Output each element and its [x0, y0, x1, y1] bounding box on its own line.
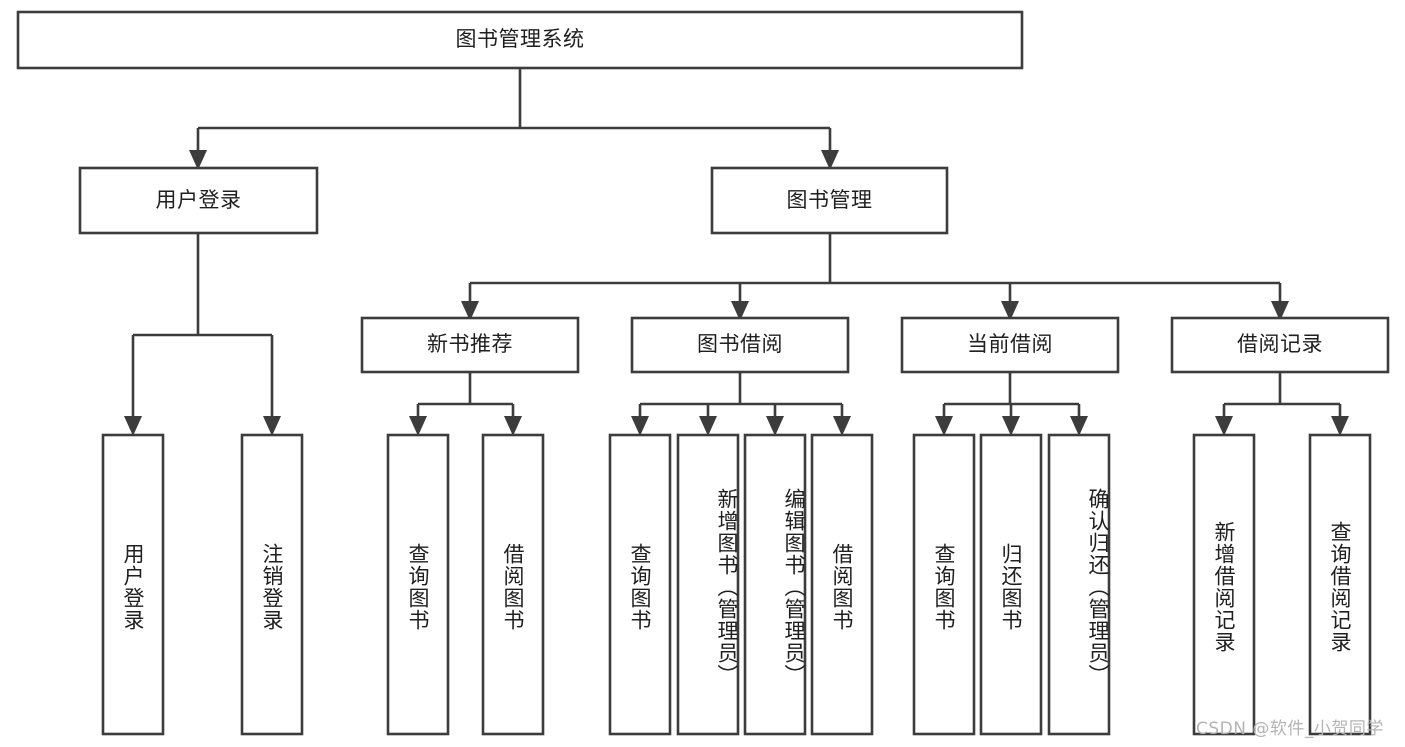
arrow-head-leaf-9	[935, 416, 953, 436]
arrow-head-leaf-5	[631, 416, 649, 436]
arrow-head-leaf-4	[504, 416, 522, 436]
node-box-leaf-8[interactable]	[810, 433, 874, 736]
arrow-head-leaf-6	[699, 416, 717, 436]
arrow-head-borrow-record	[1271, 301, 1289, 321]
node-box-leaf-13[interactable]	[1308, 433, 1372, 736]
node-box-root[interactable]	[16, 10, 1024, 70]
node-box-leaf-4[interactable]	[481, 433, 545, 736]
node-box-leaf-7[interactable]	[743, 433, 807, 736]
edge-group-current-borrow	[935, 372, 1088, 436]
arrow-head-current-borrow	[1001, 301, 1019, 321]
arrow-head-leaf-11	[1070, 416, 1088, 436]
node-box-leaf-10[interactable]	[979, 433, 1043, 736]
arrow-head-leaf-8	[833, 416, 851, 436]
arrow-head-leaf-2	[263, 416, 281, 436]
node-box-borrow-record[interactable]	[1170, 316, 1390, 374]
edge-group-user-login	[124, 233, 281, 436]
arrow-head-book-mgmt	[821, 150, 839, 170]
arrow-head-leaf-1	[124, 416, 142, 436]
csdn-watermark: CSDN @软件_小贺同学	[1196, 719, 1384, 739]
edge-group-borrow-record	[1215, 372, 1349, 436]
arrow-head-leaf-7	[766, 416, 784, 436]
arrow-head-new-book	[461, 301, 479, 321]
node-box-book-borrow[interactable]	[630, 316, 850, 374]
node-box-current-borrow[interactable]	[900, 316, 1120, 374]
node-box-leaf-6[interactable]	[676, 433, 740, 736]
node-box-leaf-5[interactable]	[608, 433, 672, 736]
node-box-leaf-12[interactable]	[1192, 433, 1256, 736]
node-box-new-book[interactable]	[360, 316, 580, 374]
arrow-head-book-borrow	[731, 301, 749, 321]
node-box-leaf-1[interactable]	[101, 433, 165, 736]
arrow-head-leaf-13	[1331, 416, 1349, 436]
node-box-leaf-2[interactable]	[240, 433, 304, 736]
edge-group-book-borrow	[631, 372, 851, 436]
edge-group-root	[189, 68, 839, 170]
node-box-user-login[interactable]	[78, 166, 319, 235]
arrow-head-user-login	[189, 150, 207, 170]
node-box-book-mgmt[interactable]	[710, 166, 949, 235]
node-box-leaf-3[interactable]	[386, 433, 450, 736]
edge-group-new-book	[409, 372, 522, 436]
edge-group-book-mgmt	[461, 233, 1289, 321]
node-box-leaf-9[interactable]	[912, 433, 976, 736]
node-box-leaf-11[interactable]	[1047, 433, 1111, 736]
arrow-head-leaf-10	[1002, 416, 1020, 436]
arrow-head-leaf-12	[1215, 416, 1233, 436]
arrow-head-leaf-3	[409, 416, 427, 436]
